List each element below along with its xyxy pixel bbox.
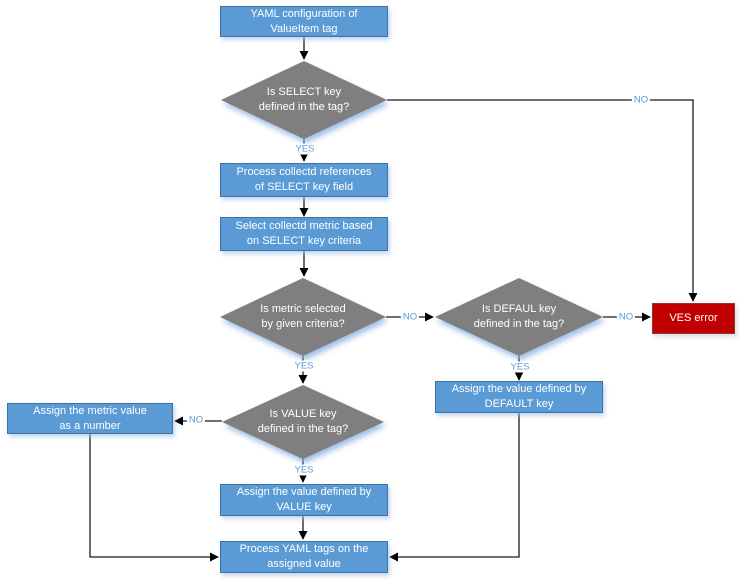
decision-select-key-shape: Is SELECT key defined in the tag?	[221, 61, 387, 139]
connector-assigndefault-to-processyaml	[389, 413, 520, 562]
edge-label-default-no: NO	[616, 311, 636, 323]
edge-label-default-yes: YES	[508, 361, 532, 373]
node-assign-value-key: Assign the value defined by VALUE key	[220, 484, 388, 516]
decision-default-key-shape: Is DEFAUL key defined in the tag?	[435, 278, 603, 356]
edge-label-value-yes: YES	[292, 464, 316, 476]
decision-default-key: Is DEFAUL key defined in the tag?	[435, 278, 603, 356]
connector-select-no-to-ves	[387, 99, 698, 302]
edge-label-select-no: NO	[631, 94, 651, 106]
node-select-collectd-metric: Select collectd metric based on SELECT k…	[220, 217, 388, 251]
node-ves-error: VES error	[652, 303, 735, 334]
decision-value-key-shape: Is VALUE key defined in the tag?	[222, 385, 384, 459]
node-assign-metric-value: Assign the metric value as a number	[7, 403, 173, 434]
node-process-collectd-references: Process collectd references of SELECT ke…	[220, 163, 388, 197]
edge-label-metric-yes: YES	[292, 360, 316, 372]
decision-metric-selected-shape: Is metric selected by given criteria?	[220, 278, 386, 356]
connector-assignmetric-to-processyaml	[89, 434, 219, 562]
decision-value-key: Is VALUE key defined in the tag?	[222, 385, 384, 459]
decision-metric-selected: Is metric selected by given criteria?	[220, 278, 386, 356]
decision-select-key: Is SELECT key defined in the tag?	[221, 61, 387, 139]
edge-label-select-yes: YES	[293, 143, 317, 155]
node-assign-default-value: Assign the value defined by DEFAULT key	[435, 381, 603, 413]
node-process-yaml-tags: Process YAML tags on the assigned value	[220, 541, 388, 573]
edge-label-metric-no: NO	[400, 311, 420, 323]
edge-label-value-no: NO	[186, 414, 206, 426]
node-yaml-config: YAML configuration of ValueItem tag	[220, 6, 388, 37]
